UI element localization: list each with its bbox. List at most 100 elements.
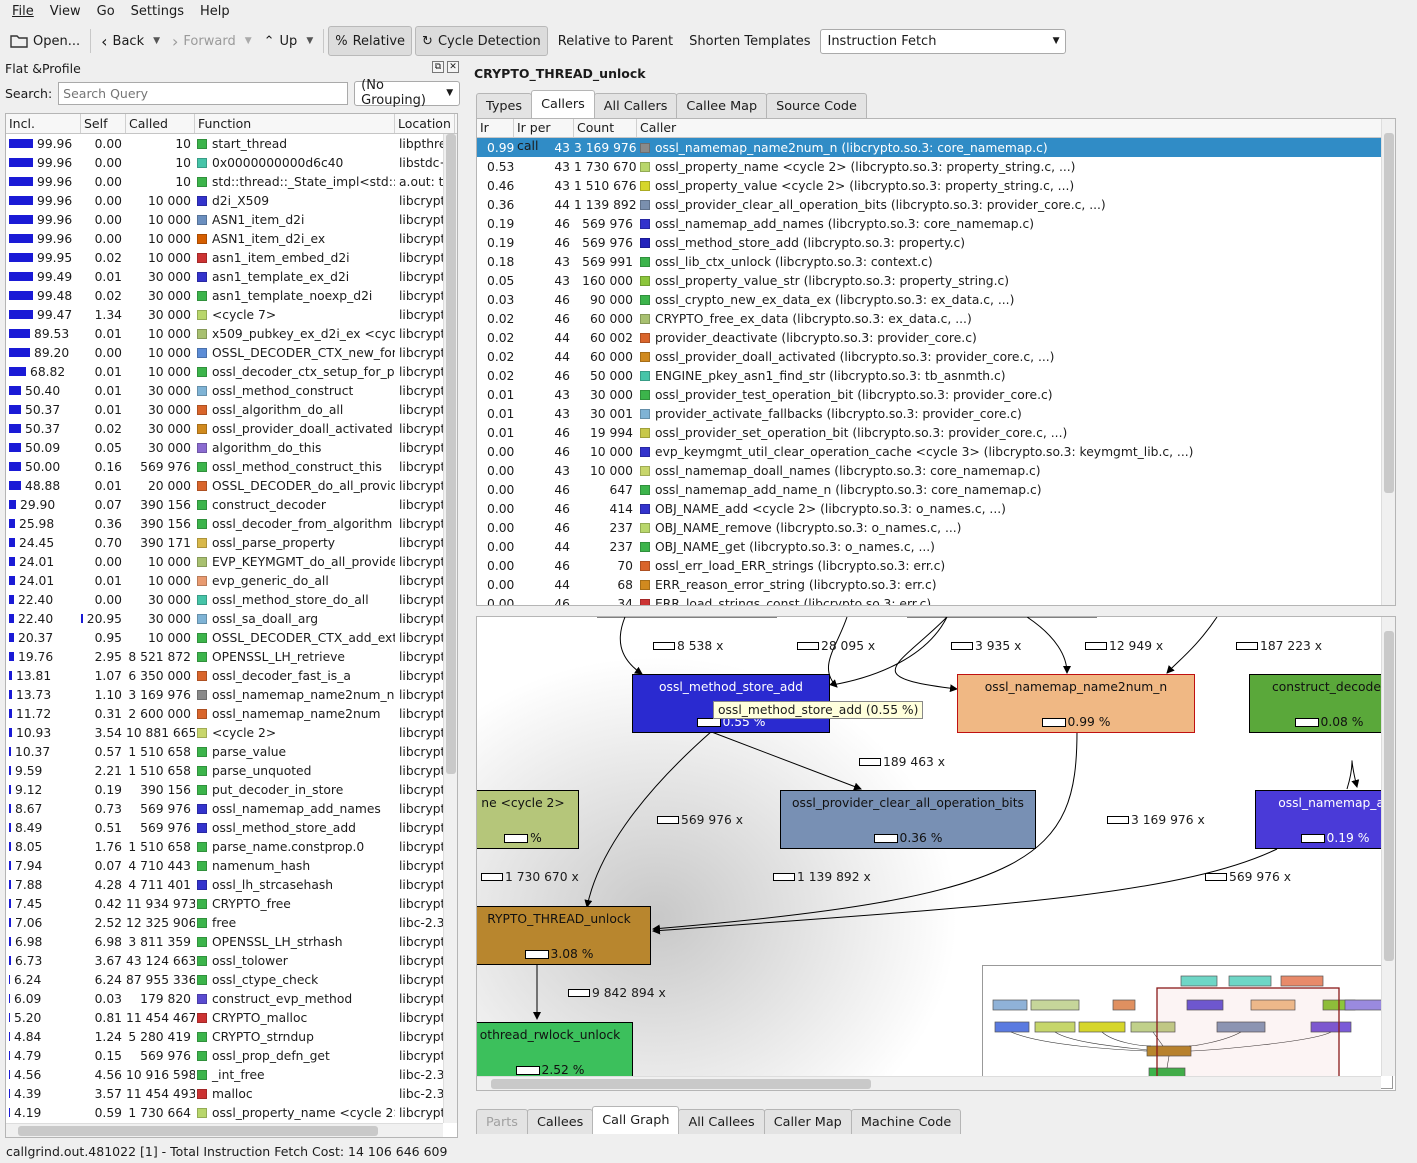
graph-node-cycle2[interactable]: ne <cycle 2>% bbox=[477, 790, 579, 849]
tab-callees[interactable]: Callees bbox=[526, 1109, 594, 1134]
col-caller[interactable]: Caller bbox=[637, 119, 1395, 137]
dropdown-arrow-icon[interactable]: ▼ bbox=[306, 36, 314, 46]
tab-all-callees[interactable]: All Callees bbox=[678, 1109, 765, 1134]
close-icon[interactable]: ✕ bbox=[447, 61, 459, 73]
dropdown-arrow-icon[interactable]: ▼ bbox=[244, 36, 252, 46]
scrollbar-thumb[interactable] bbox=[1384, 631, 1394, 961]
tab-parts[interactable]: Parts bbox=[476, 1109, 528, 1134]
horizontal-scrollbar[interactable] bbox=[6, 1123, 443, 1137]
menu-help[interactable]: Help bbox=[199, 3, 230, 19]
tab-callee-map[interactable]: Callee Map bbox=[676, 93, 768, 118]
col-count[interactable]: Count bbox=[574, 119, 637, 137]
tab-call-graph[interactable]: Call Graph bbox=[592, 1106, 680, 1134]
vertical-scrollbar[interactable] bbox=[1381, 119, 1395, 605]
search-input[interactable] bbox=[58, 81, 349, 105]
menu-file[interactable]: File bbox=[12, 3, 34, 19]
relative-to-parent-toggle[interactable]: Relative to Parent bbox=[552, 26, 679, 56]
birds-eye-overview[interactable] bbox=[982, 965, 1393, 1089]
back-button[interactable]: ‹ Back ▼ bbox=[95, 26, 166, 56]
grouping-select[interactable]: (No Grouping) ▼ bbox=[354, 78, 461, 108]
col-ir[interactable]: Ir bbox=[477, 119, 514, 137]
tab-caller-map[interactable]: Caller Map bbox=[763, 1109, 852, 1134]
col-location[interactable]: Location bbox=[395, 114, 455, 133]
col-called[interactable]: Called bbox=[126, 114, 195, 133]
col-incl[interactable]: Incl. bbox=[6, 114, 81, 133]
menu-go[interactable]: Go bbox=[96, 3, 115, 19]
scrollbar-thumb[interactable] bbox=[491, 1079, 871, 1089]
tab-source-code[interactable]: Source Code bbox=[766, 93, 867, 118]
scrollbar-thumb[interactable] bbox=[18, 1126, 378, 1136]
tab-types[interactable]: Types bbox=[476, 93, 533, 118]
tab-all-callers[interactable]: All Callers bbox=[593, 93, 678, 118]
graph-vertical-scrollbar[interactable] bbox=[1381, 617, 1395, 1076]
float-icon[interactable]: ⧉ bbox=[432, 61, 444, 73]
shorten-templates-toggle[interactable]: Shorten Templates bbox=[683, 26, 816, 56]
scrollbar-thumb[interactable] bbox=[446, 134, 456, 774]
